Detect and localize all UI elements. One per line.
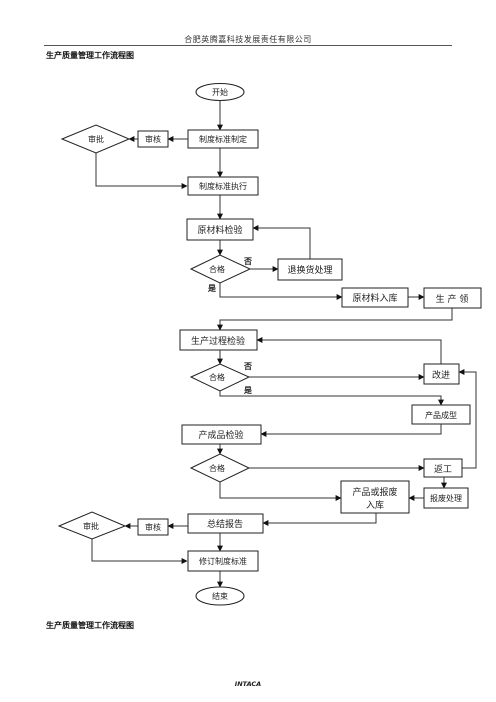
revise-standard-label: 修订制度标准: [199, 556, 247, 566]
yes-label-1: 是: [207, 283, 216, 293]
raw-material-inspection-box: [186, 218, 254, 241]
formulate-standard-label: 制度标准制定: [199, 134, 247, 144]
rework-label: 返工: [434, 463, 452, 475]
page-title: 生产质量管理工作流程图: [46, 51, 134, 60]
product-or-scrap-label-2: 入库: [366, 499, 384, 511]
page-title-repeat: 生产质量管理工作流程图: [46, 621, 134, 630]
execute-standard-label: 制度标准执行: [199, 181, 247, 191]
product-or-scrap-storage-box: [340, 480, 410, 514]
scrap-handling-box: [423, 487, 469, 509]
summary-report-box: [187, 513, 264, 534]
review-label-2: 审核: [145, 522, 161, 532]
start-node: [195, 83, 245, 101]
product-formed-box: [411, 404, 471, 425]
approve-diamond-2: [57, 511, 127, 540]
approve-label-2: 审批: [83, 521, 99, 531]
production-pick-label: 生 产 领: [436, 293, 469, 305]
approve-diamond-1: [60, 124, 131, 154]
qualified-diamond-3: [189, 453, 251, 483]
improve-box: [423, 363, 460, 385]
return-goods-label: 退换货处理: [287, 264, 332, 276]
connectors: [91, 100, 477, 588]
process-inspection-box: [179, 329, 258, 351]
production-pick-box: [423, 287, 482, 309]
finished-product-inspection-label: 产成品检验: [198, 429, 243, 441]
finished-product-inspection-box: [181, 424, 262, 445]
company-header: 合肥英腾嘉科技发展责任有限公司: [184, 35, 312, 44]
yes-label-2: 是: [243, 385, 252, 395]
qualified-diamond-1: [189, 254, 252, 284]
footer-brand: INTACA: [234, 680, 262, 688]
review-box-2: [137, 518, 169, 536]
raw-material-inspection-label: 原材料检验: [197, 224, 242, 236]
header-divider: [44, 45, 452, 46]
improve-label: 改进: [432, 369, 450, 381]
raw-material-storage-box: [341, 287, 409, 308]
qualified-label-1: 合格: [209, 264, 225, 274]
revise-standard-box: [187, 550, 259, 572]
no-label-2: 否: [243, 362, 252, 371]
rework-box: [423, 458, 463, 478]
end-label: 结束: [212, 591, 228, 601]
formulate-standard-box: [187, 129, 259, 149]
product-formed-label: 产品成型: [425, 410, 457, 420]
qualified-diamond-2: [189, 363, 251, 392]
scrap-handling-label: 报废处理: [430, 493, 462, 503]
end-node: [195, 586, 245, 606]
review-label-1: 审核: [145, 134, 161, 144]
no-label-1: 否: [243, 257, 252, 266]
review-box-1: [137, 130, 169, 148]
summary-report-label: 总结报告: [207, 518, 243, 530]
execute-standard-box: [187, 176, 259, 196]
approve-label-1: 审批: [88, 134, 104, 144]
qualified-label-2: 合格: [209, 372, 225, 382]
process-inspection-label: 生产过程检验: [191, 335, 245, 347]
qualified-label-3: 合格: [209, 463, 225, 473]
raw-material-storage-label: 原材料入库: [352, 292, 397, 304]
start-label: 开始: [212, 87, 228, 97]
return-goods-box: [277, 258, 343, 281]
product-or-scrap-label-1: 产品或报废: [352, 486, 397, 498]
